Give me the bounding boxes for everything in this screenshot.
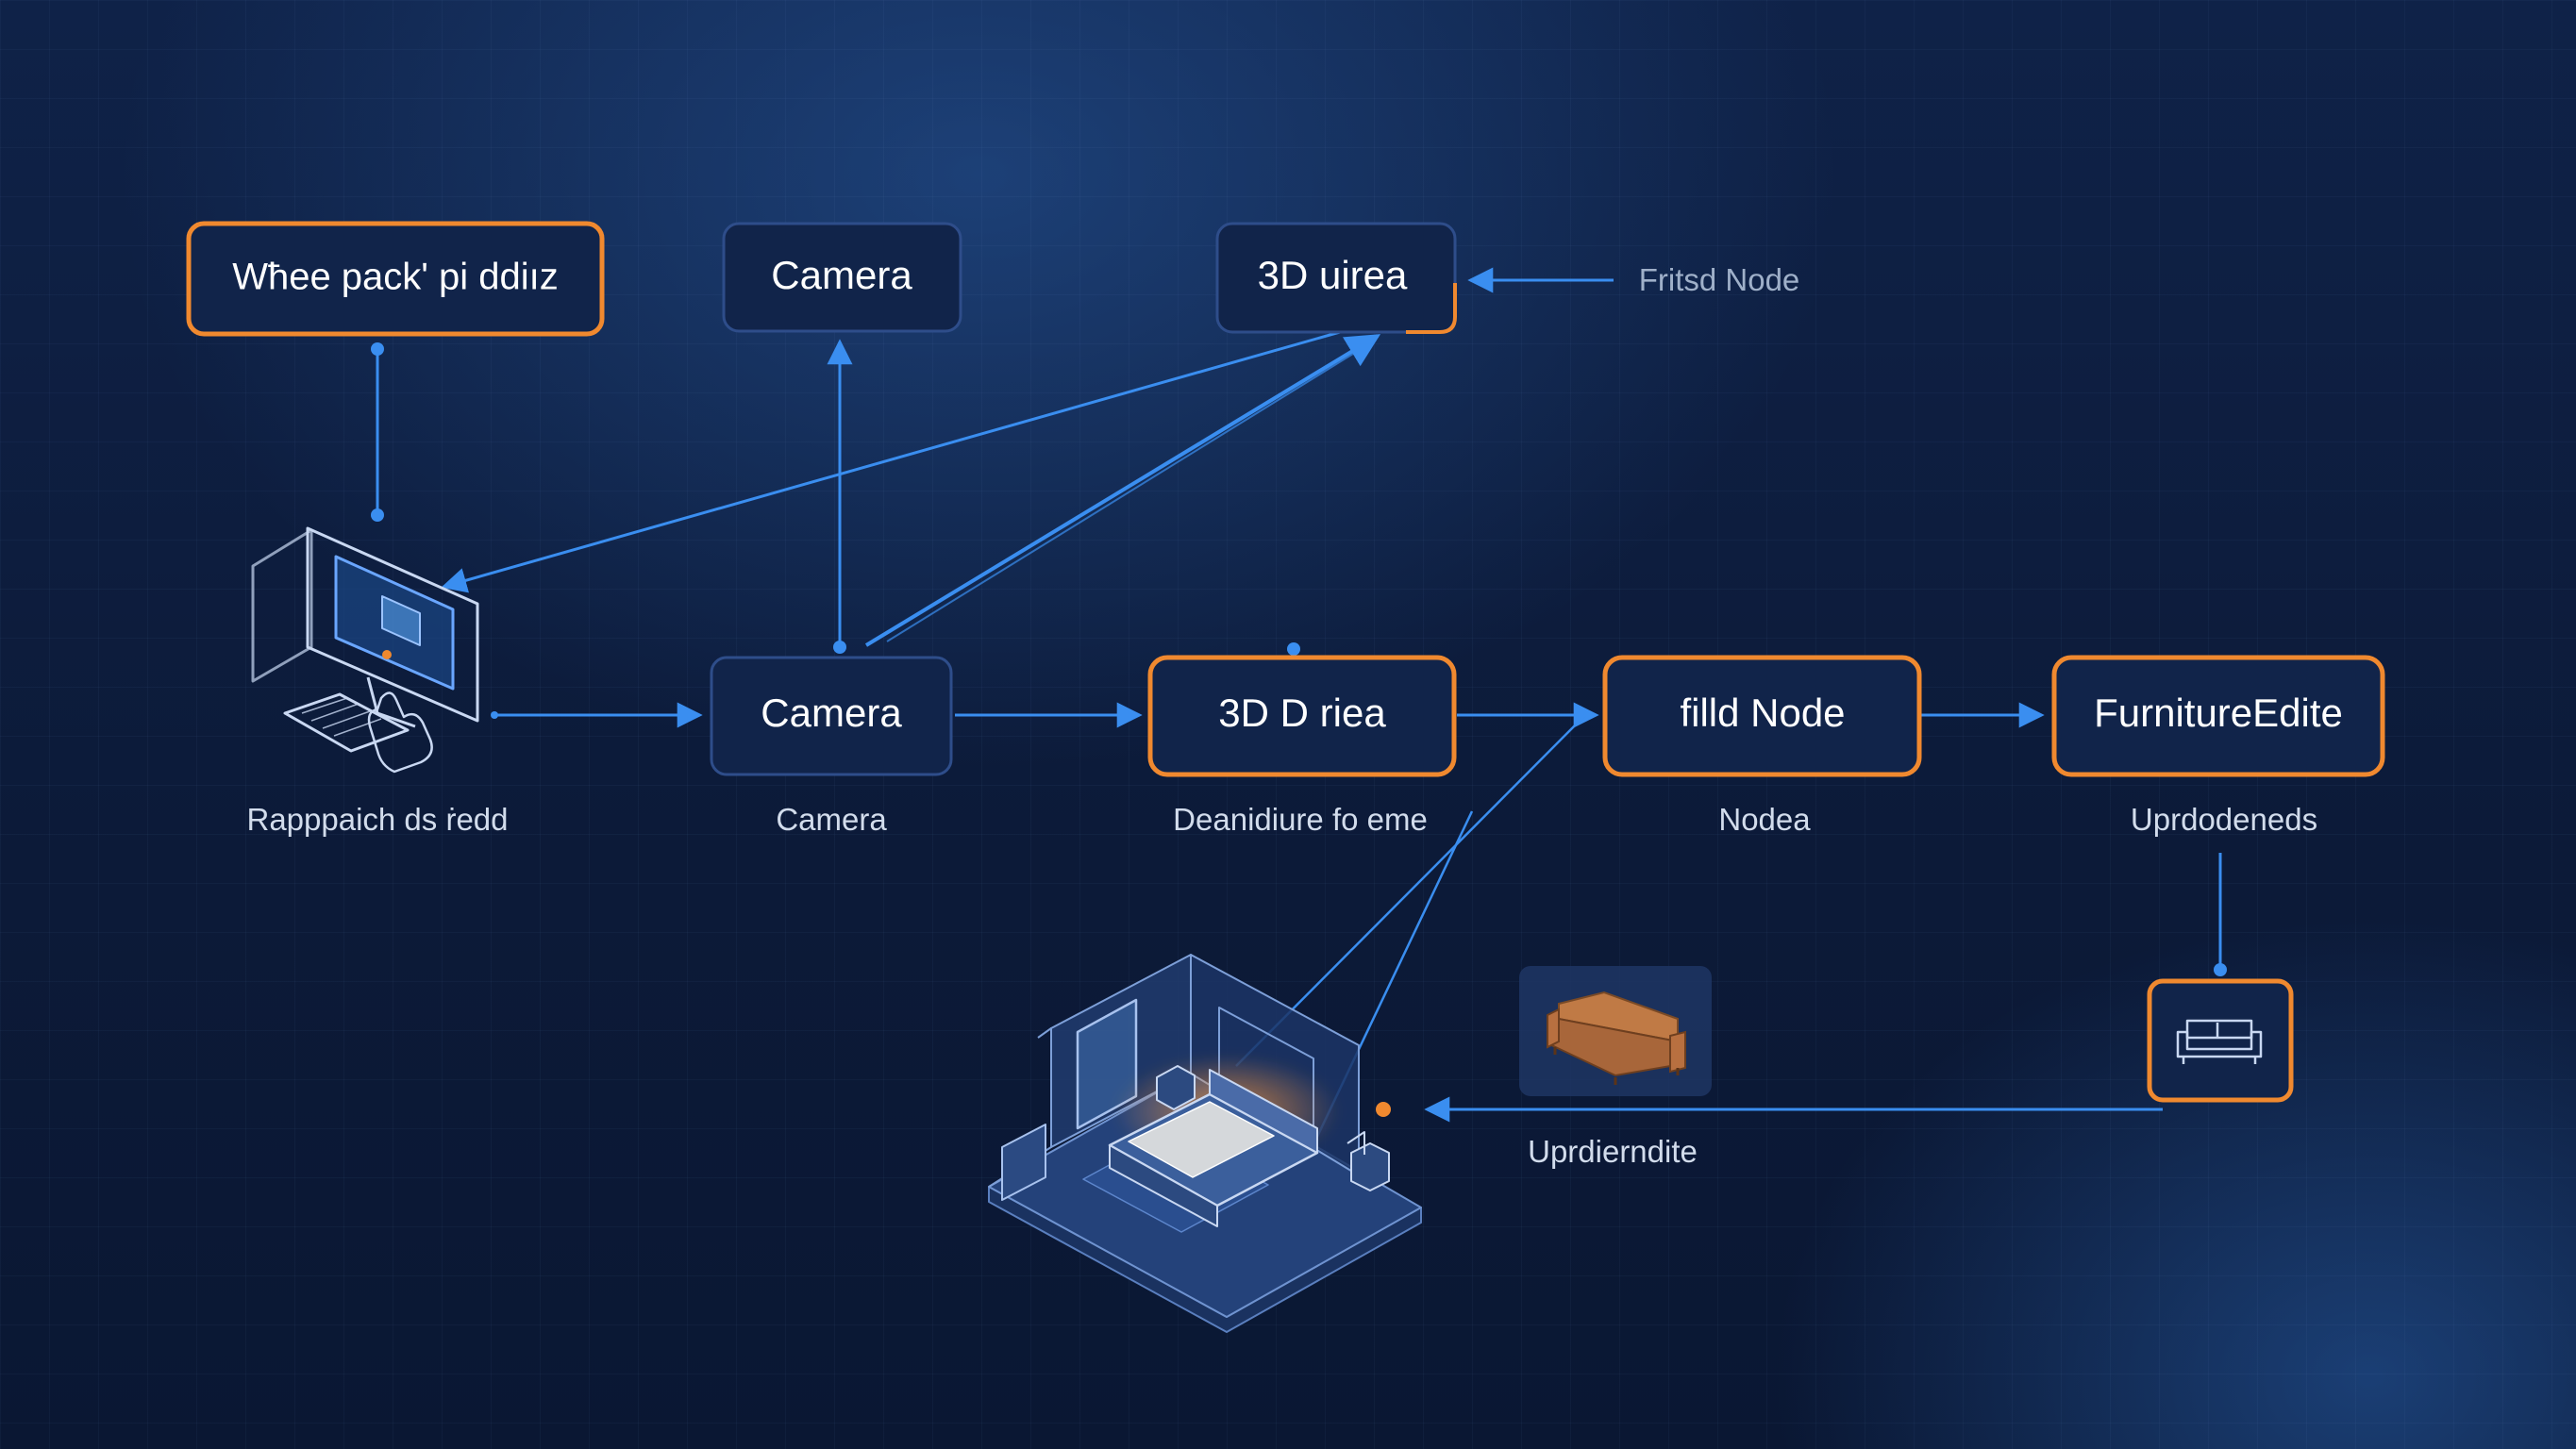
furniture-editor-caption: Uprdodeneds (2131, 802, 2317, 837)
node-mid-3d-label: 3D D riea (1218, 691, 1386, 735)
desktop-computer-touch-icon (251, 526, 479, 774)
connector-midcamera-to-top3d-b (886, 341, 1374, 642)
labels: Rapppaich ds ṙedd Camera Deanidiure fo e… (246, 262, 2317, 1169)
node-fill-node[interactable]: filld Node (1602, 655, 1922, 777)
node-top-3d-label: 3D uirea (1258, 253, 1408, 297)
sofa-outline-node-box (2147, 978, 2294, 1103)
node-top-3d[interactable]: 3D uirea (1215, 222, 1457, 334)
bed-front (1109, 1144, 1218, 1227)
node-top-camera[interactable]: Camera (722, 222, 962, 333)
connector-dot (371, 508, 384, 522)
sofa-legs (1553, 1047, 1680, 1085)
isometric-bedroom-icon (988, 954, 1422, 1333)
node-top-3d-accent (1406, 283, 1457, 334)
sofa-arm-left (1547, 1008, 1560, 1049)
monitor-frame (306, 526, 479, 723)
connector-fillnode-to-room-a (1235, 714, 1586, 1067)
node-furniture-editor-box (2051, 655, 2385, 777)
connector-midcamera-to-top3d (864, 334, 1381, 647)
node-mid-camera[interactable]: Camera (710, 656, 953, 776)
keyboard (283, 692, 410, 753)
keyboard-keys (301, 697, 382, 737)
node-furniture-editor[interactable]: FurnitureEdite (2051, 655, 2385, 777)
node-top-camera-label: Camera (771, 253, 912, 297)
side-stool (1347, 1131, 1365, 1155)
connector-dot-orange (1376, 1102, 1391, 1117)
node-mid-camera-box (710, 656, 953, 776)
bed-headboard (1209, 1069, 1318, 1154)
node-mid-3d[interactable]: 3D D riea (1147, 655, 1457, 777)
hand-touch (367, 691, 433, 774)
node-top-left-label: Wħee pack' pi ddiız (232, 257, 559, 298)
node-mid-camera-label: Camera (761, 691, 902, 735)
monitor-back (251, 528, 313, 683)
mid-camera-caption: Camera (776, 802, 887, 837)
node-furniture-editor-label: FurnitureEdite (2094, 691, 2343, 735)
connector-dot (1287, 642, 1300, 656)
fill-node-caption: Nodea (1718, 802, 1811, 837)
bed-blanket (1128, 1101, 1275, 1178)
sofa-outline-node[interactable] (2147, 978, 2294, 1103)
connector-dot (2214, 963, 2227, 976)
brown-sofa-icon (1519, 966, 1712, 1096)
sofa-outline-icon (2176, 1019, 2263, 1064)
node-top-left[interactable]: Wħee pack' pi ddiız (186, 221, 605, 337)
node-top-left-box (186, 221, 605, 337)
connector-dot (491, 711, 498, 719)
screen-window (381, 595, 421, 646)
room-door (1001, 1124, 1046, 1201)
node-fill-node-label: filld Node (1680, 691, 1845, 735)
connector-top3d-to-computer (441, 330, 1341, 593)
node-top-camera-box (722, 222, 962, 333)
connector-dot (833, 641, 846, 654)
computer-label: Rapppaich ds ṙedd (246, 802, 508, 837)
node-fill-node-box (1602, 655, 1922, 777)
nightstand (1156, 1065, 1196, 1110)
monitor-led (382, 650, 392, 659)
mid-3d-caption: Deanidiure fo eme (1173, 802, 1428, 837)
side-chair (1350, 1142, 1390, 1191)
first-node-label: Fritsd Node (1639, 262, 1800, 297)
connector-dot (371, 342, 384, 356)
sofa-arm-right (1669, 1030, 1686, 1074)
sofa-update-label: Uprdierndite (1528, 1134, 1698, 1169)
node-mid-3d-box (1147, 655, 1457, 777)
node-top-3d-box (1215, 222, 1457, 334)
